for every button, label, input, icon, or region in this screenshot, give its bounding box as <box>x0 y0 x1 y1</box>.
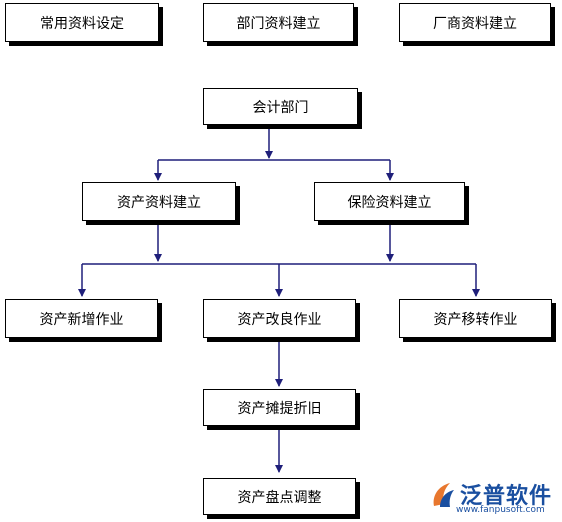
node-asset-transfer: 资产移转作业 <box>399 299 552 338</box>
node-asset-depreciation: 资产摊提折旧 <box>203 389 356 426</box>
node-asset-improve: 资产改良作业 <box>203 299 356 338</box>
node-accounting-dept: 会计部门 <box>203 88 358 125</box>
node-vendor-setup: 厂商资料建立 <box>399 3 551 42</box>
node-asset-add: 资产新增作业 <box>5 299 158 338</box>
brand-logo: 泛普软件 www.fanpusoft.com <box>430 478 555 518</box>
node-common-settings: 常用资料设定 <box>5 3 159 42</box>
node-asset-setup: 资产资料建立 <box>82 182 236 221</box>
node-asset-inventory: 资产盘点调整 <box>203 478 356 515</box>
node-insurance-setup: 保险资料建立 <box>314 182 465 221</box>
logo-name: 泛普软件 <box>460 484 553 509</box>
node-dept-setup: 部门资料建立 <box>203 3 354 42</box>
logo-url: www.fanpusoft.com <box>456 505 545 515</box>
logo-icon <box>433 483 454 507</box>
